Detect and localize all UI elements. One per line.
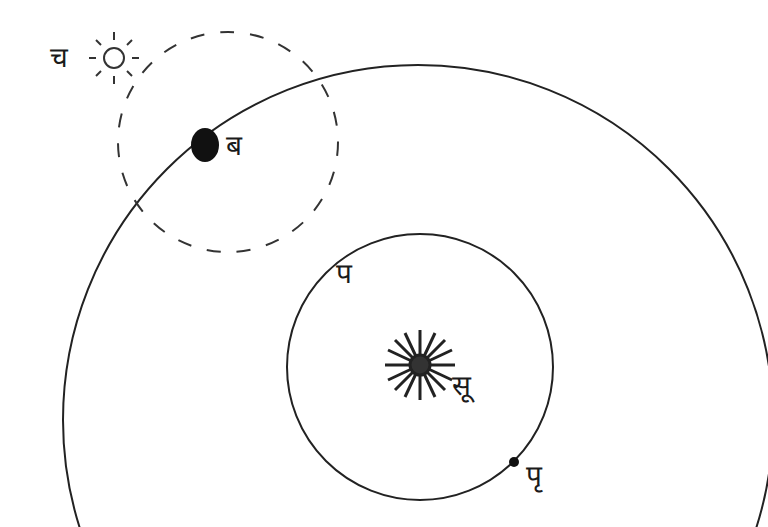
moon-orbit xyxy=(118,32,338,252)
moon-symbol xyxy=(89,32,139,84)
body-label: प xyxy=(336,260,352,288)
earth-dot xyxy=(509,457,519,467)
sun-symbol xyxy=(385,330,455,400)
body-label: सू xyxy=(452,372,471,400)
body-label: च xyxy=(50,44,68,72)
body-label: ब xyxy=(226,132,242,160)
inner-orbit xyxy=(287,234,553,500)
planet-dot xyxy=(191,128,219,162)
outer-orbit xyxy=(63,65,768,527)
body-label: पृ xyxy=(526,462,542,490)
